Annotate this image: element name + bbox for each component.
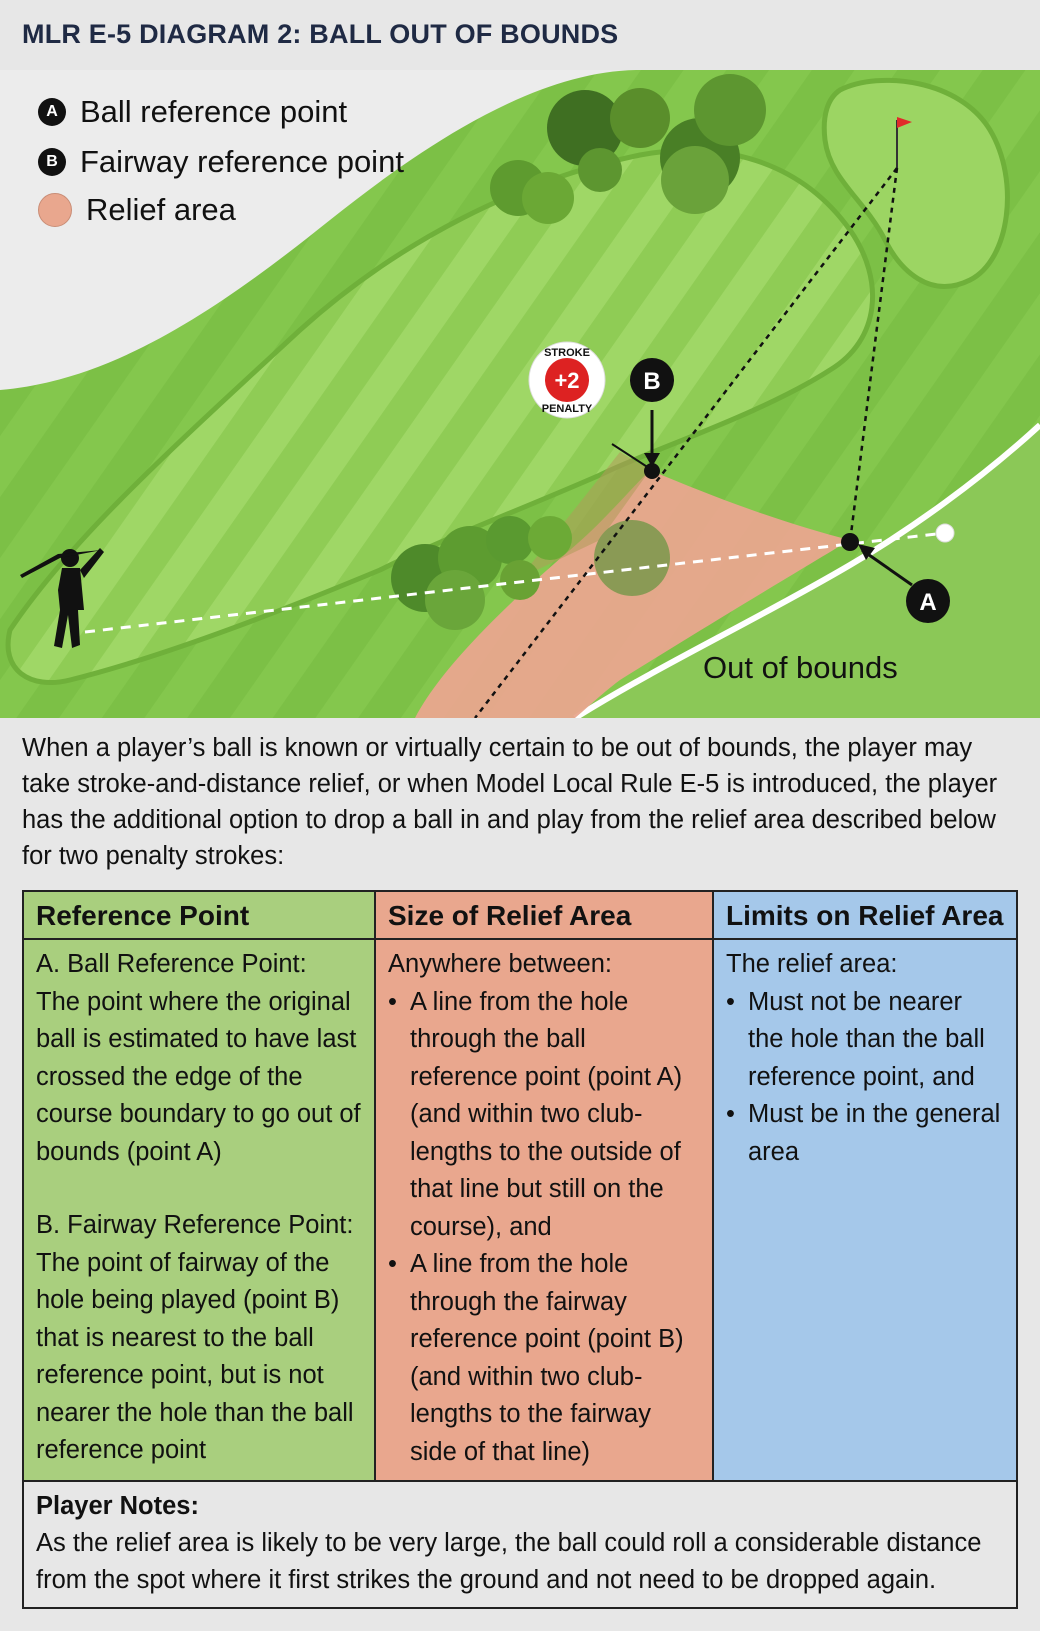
point-b-letter: B — [643, 368, 660, 395]
point-a-badge — [906, 579, 950, 623]
player-notes: Player Notes: As the relief area is like… — [24, 1480, 1016, 1607]
svg-text:STROKE: STROKE — [544, 347, 590, 359]
legend-b-label: Fairway reference point — [80, 144, 404, 179]
relief-swatch — [38, 193, 72, 227]
fairway — [5, 147, 876, 686]
player-notes-title: Player Notes: — [36, 1492, 199, 1520]
putting-green — [821, 77, 1010, 289]
limits-cell: The relief area: •Must not be nearer the… — [714, 940, 1016, 1480]
list-item: •A line from the hole through the ball r… — [388, 987, 683, 1241]
fairway-reference-heading: B. Fairway Reference Point: — [36, 1211, 354, 1239]
point-b-badge — [630, 358, 674, 402]
ball-reference-text: The point where the original ball is est… — [36, 987, 361, 1166]
header-size-of-relief-area: Size of Relief Area — [376, 892, 714, 940]
trees-top — [490, 74, 766, 224]
legend-relief-label: Relief area — [86, 192, 236, 227]
legend-a-badge: A — [38, 98, 66, 126]
size-of-relief-cell: Anywhere between: •A line from the hole … — [376, 940, 714, 1480]
course-illustration: B A +2 STROKE PENALTY — [0, 70, 1040, 718]
golfer-icon — [20, 548, 104, 648]
ball-reference-heading: A. Ball Reference Point: — [36, 950, 307, 978]
list-item: •A line from the hole through the fairwa… — [388, 1250, 684, 1466]
fairway-reference-text: The point of fairway of the hole being p… — [36, 1248, 354, 1465]
legend-ball-reference: A Ball reference point — [38, 94, 347, 130]
legend-relief-area: Relief area — [38, 192, 236, 228]
list-item: •Must be in the general area — [726, 1100, 1001, 1166]
trees-bottom — [391, 516, 670, 630]
line-hole-through-a — [848, 167, 899, 543]
point-a-arrow — [861, 548, 913, 587]
header-reference-point: Reference Point — [24, 892, 376, 940]
legend-a-label: Ball reference point — [80, 94, 348, 129]
table-body-row: A. Ball Reference Point: The point where… — [24, 940, 1016, 1480]
legend-fairway-reference: B Fairway reference point — [38, 144, 404, 180]
original-ball — [935, 523, 955, 543]
out-of-bounds-label: Out of bounds — [703, 650, 898, 685]
club-length-marker — [611, 443, 653, 471]
legend-b-badge: B — [38, 148, 66, 176]
list-item: •Must not be nearer the hole than the ba… — [726, 987, 985, 1091]
boundary-line — [573, 422, 1040, 718]
reference-point-cell: A. Ball Reference Point: The point where… — [24, 940, 376, 1480]
point-b-marker — [644, 463, 660, 479]
limits-intro: The relief area: — [726, 950, 898, 978]
out-of-bounds-area — [575, 425, 1040, 718]
header-limits-on-relief-area: Limits on Relief Area — [714, 892, 1016, 940]
player-notes-text: As the relief area is likely to be very … — [36, 1529, 982, 1594]
flag-icon — [897, 117, 912, 128]
ball-flight-line — [84, 531, 946, 634]
stroke-penalty-badge: +2 STROKE PENALTY — [528, 341, 606, 419]
diagram-title: MLR E-5 DIAGRAM 2: BALL OUT OF BOUNDS — [22, 19, 619, 49]
point-a-letter: A — [919, 589, 936, 616]
svg-text:PENALTY: PENALTY — [542, 403, 593, 415]
intro-paragraph: When a player’s ball is known or virtual… — [22, 734, 998, 870]
relief-table: Reference Point Size of Relief Area Limi… — [22, 890, 1018, 1609]
table-header-row: Reference Point Size of Relief Area Limi… — [24, 892, 1016, 940]
point-a-marker — [841, 533, 859, 551]
size-intro: Anywhere between: — [388, 950, 612, 978]
svg-text:+2: +2 — [554, 368, 579, 393]
course-diagram: B A +2 STROKE PENALTY — [0, 70, 1040, 718]
